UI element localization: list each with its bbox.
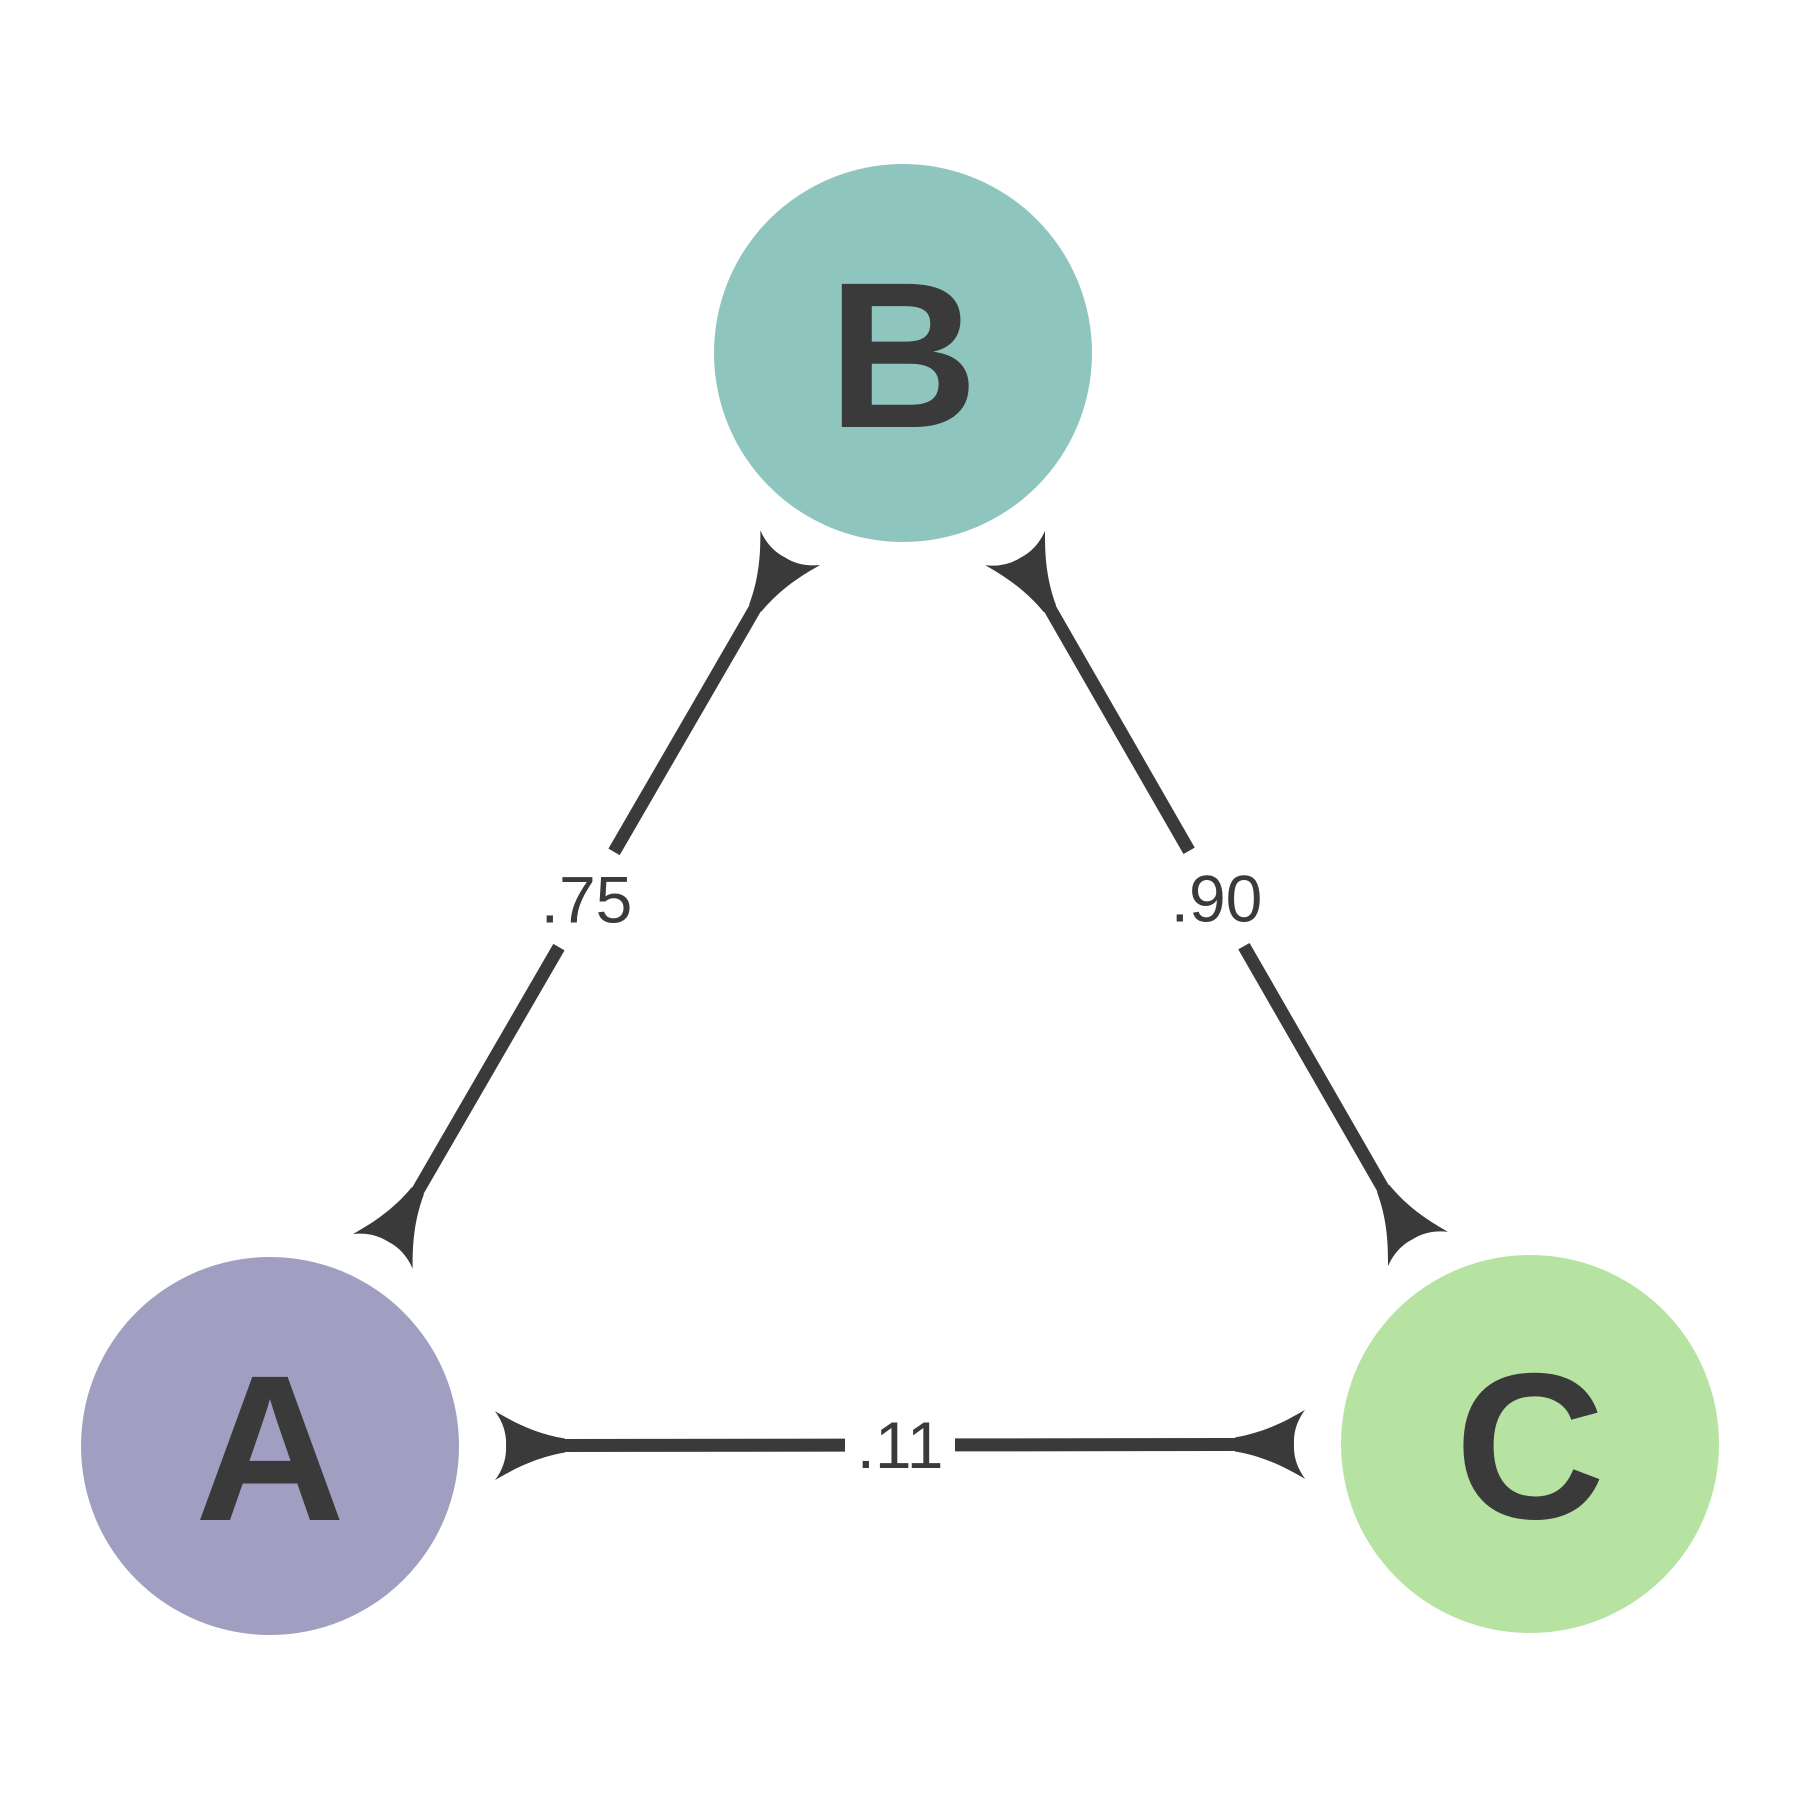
arrowhead-icon [1234,1409,1306,1479]
node-C-label: C [1455,1331,1605,1563]
node-A: A [81,1257,459,1635]
node-B: B [714,164,1092,542]
edge-weight-label: .11 [857,1408,944,1482]
node-B-label: B [828,240,978,472]
node-C: C [1341,1255,1719,1633]
edge-B-C: .90 [985,530,1448,1267]
arrowhead-icon [985,530,1080,626]
edge-line-segment [411,943,565,1196]
node-A-circle [81,1257,459,1635]
edge-line-segment [1238,942,1390,1194]
edge-line-segment [608,603,762,856]
edge-A-C: .11 [494,1408,1306,1482]
node-A-label: A [195,1333,345,1565]
edge-A-B: .75 [352,530,821,1269]
node-C-circle [1341,1255,1719,1633]
arrowhead-icon [1353,1171,1448,1267]
arrowhead-icon [725,530,821,626]
node-B-circle [714,164,1092,542]
edges-layer: .75 .90 .11 [352,530,1448,1482]
edge-weight-label: .90 [1171,862,1263,936]
arrowhead-icon [352,1173,448,1269]
arrowhead-icon [494,1411,566,1481]
edge-line-segment [1043,603,1195,855]
nodes-layer: A B C [81,164,1719,1635]
edge-weight-label: .75 [541,863,633,937]
